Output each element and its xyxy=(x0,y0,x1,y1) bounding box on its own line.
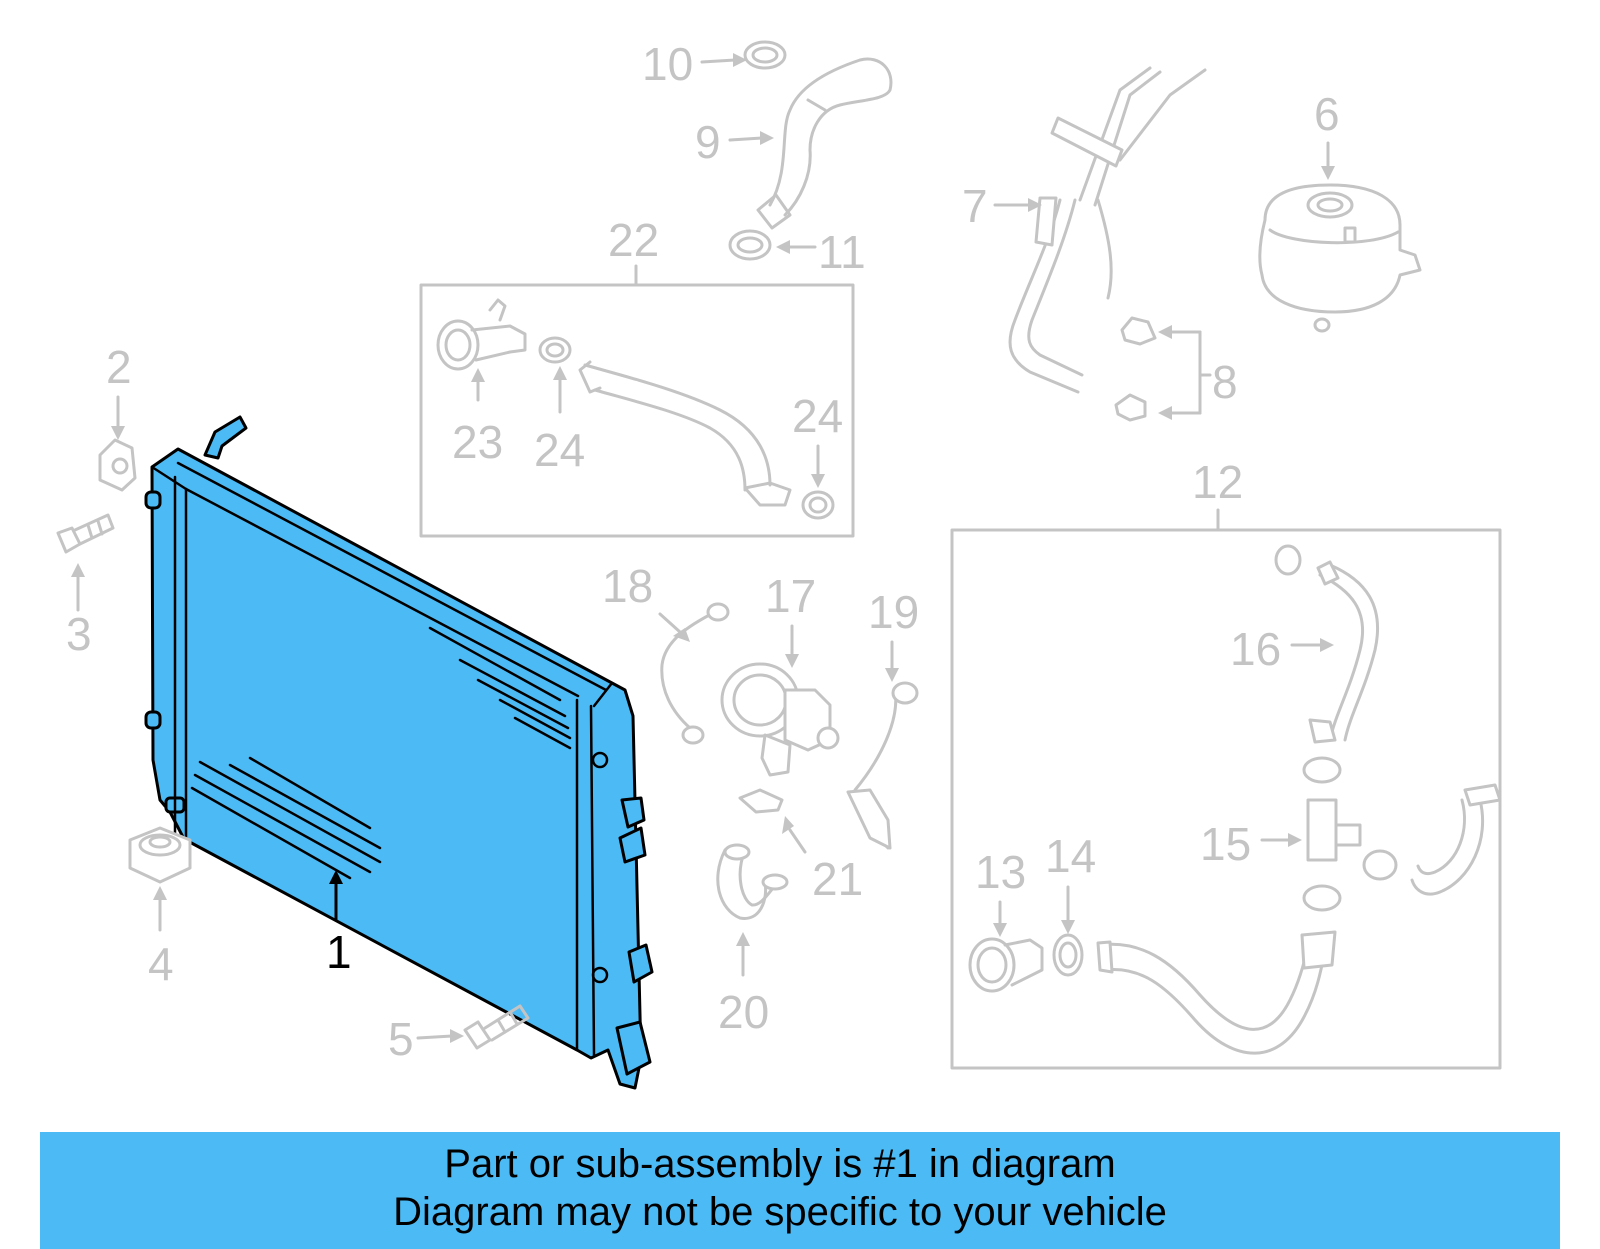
part-20-hose[interactable] xyxy=(716,843,789,920)
callout-1: 1 xyxy=(326,870,352,978)
callout-21: 21 xyxy=(782,816,863,905)
callout-23: 23 xyxy=(452,368,503,468)
callout-24b: 24 xyxy=(792,390,843,488)
callout-label-16: 16 xyxy=(1230,623,1281,675)
callout-label-17: 17 xyxy=(765,570,816,622)
part-10-clamp[interactable] xyxy=(743,40,787,70)
callout-label-19: 19 xyxy=(868,586,919,638)
part-3-bolt[interactable] xyxy=(56,513,115,554)
callout-4: 4 xyxy=(148,886,174,990)
callout-12: 12 xyxy=(1192,456,1243,532)
callout-label-1: 1 xyxy=(326,926,352,978)
callout-label-15: 15 xyxy=(1200,818,1251,870)
callout-label-5: 5 xyxy=(388,1013,414,1065)
part-hose-box22[interactable] xyxy=(578,360,792,507)
part-9-hose[interactable] xyxy=(756,57,893,230)
callout-13: 13 xyxy=(975,846,1026,937)
part-11-clamp[interactable] xyxy=(728,229,772,261)
group-box-22 xyxy=(419,283,855,538)
callout-7: 7 xyxy=(962,180,1042,232)
part-19-bracket[interactable] xyxy=(846,681,919,850)
part-17-pump[interactable] xyxy=(720,662,840,777)
callout-label-9: 9 xyxy=(695,116,721,168)
callout-10: 10 xyxy=(642,38,747,90)
part-hose-right[interactable] xyxy=(1410,783,1502,896)
part-24-clamp-b[interactable] xyxy=(801,490,835,520)
callout-label-7: 7 xyxy=(962,180,988,232)
banner-line-1: Part or sub-assembly is #1 in diagram xyxy=(444,1142,1116,1186)
part-18-bracket[interactable] xyxy=(660,602,730,745)
part-4-mount[interactable] xyxy=(128,826,192,884)
part-16-hose[interactable] xyxy=(1274,544,1380,744)
callout-label-6: 6 xyxy=(1314,88,1340,140)
callout-label-10: 10 xyxy=(642,38,693,90)
callout-6: 6 xyxy=(1314,88,1340,180)
callout-label-3: 3 xyxy=(66,608,92,660)
group-box-12 xyxy=(950,528,1502,1070)
radiator-part-1[interactable] xyxy=(144,415,654,1090)
callout-15: 15 xyxy=(1200,818,1302,870)
info-banner: Part or sub-assembly is #1 in diagram Di… xyxy=(40,1132,1560,1249)
callout-16: 16 xyxy=(1230,623,1334,675)
banner-line-2: Diagram may not be specific to your vehi… xyxy=(393,1190,1167,1234)
part-2-bracket[interactable] xyxy=(98,438,137,492)
part-15-tee[interactable] xyxy=(1302,756,1398,912)
part-24-clamp-a[interactable] xyxy=(538,336,572,364)
part-21-clamp[interactable] xyxy=(738,788,784,814)
part-5-bolt[interactable] xyxy=(463,1004,530,1050)
callout-label-23: 23 xyxy=(452,416,503,468)
callout-8: 8 xyxy=(1158,325,1238,420)
callout-label-18: 18 xyxy=(602,560,653,612)
part-7-pipes[interactable] xyxy=(1008,66,1207,394)
callout-label-21: 21 xyxy=(812,853,863,905)
callout-2: 2 xyxy=(106,341,132,440)
callout-17: 17 xyxy=(765,570,816,668)
callout-3: 3 xyxy=(66,563,92,660)
callout-label-20: 20 xyxy=(718,986,769,1038)
callout-label-8: 8 xyxy=(1212,356,1238,408)
callout-label-24b: 24 xyxy=(792,390,843,442)
part-6-reservoir[interactable] xyxy=(1258,183,1422,333)
callout-22: 22 xyxy=(608,214,659,287)
callout-label-4: 4 xyxy=(148,938,174,990)
callout-20: 20 xyxy=(718,932,769,1038)
callout-9: 9 xyxy=(695,116,774,168)
part-14-clamp[interactable] xyxy=(1052,933,1084,977)
callout-label-14: 14 xyxy=(1045,830,1096,882)
callout-5: 5 xyxy=(388,1013,464,1065)
part-23-fitting[interactable] xyxy=(436,298,527,371)
callout-label-13: 13 xyxy=(975,846,1026,898)
callout-19: 19 xyxy=(868,586,919,682)
part-13-fitting[interactable] xyxy=(968,937,1044,993)
callout-label-22: 22 xyxy=(608,214,659,266)
callout-label-11: 11 xyxy=(818,226,866,278)
callout-label-24a: 24 xyxy=(534,424,585,476)
callout-11: 11 xyxy=(776,226,866,278)
callout-label-2: 2 xyxy=(106,341,132,393)
callout-24a: 24 xyxy=(534,366,585,476)
callout-14: 14 xyxy=(1045,830,1096,934)
callout-label-12: 12 xyxy=(1192,456,1243,508)
callout-18: 18 xyxy=(602,560,690,642)
part-hose-lower[interactable] xyxy=(1096,930,1337,1055)
part-8-clips[interactable] xyxy=(1114,316,1157,422)
